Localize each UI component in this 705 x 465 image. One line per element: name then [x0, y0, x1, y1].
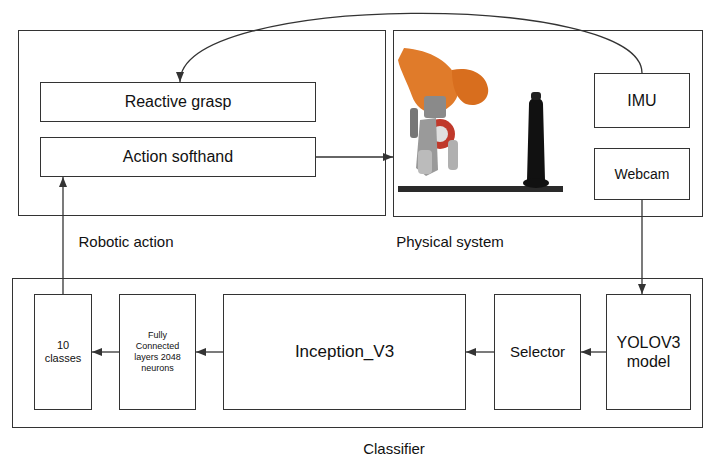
flow-arrow: [196, 351, 223, 352]
process-box: IMU: [594, 73, 690, 128]
box-label: Webcam: [615, 166, 670, 183]
robot-hand-picture: [398, 48, 563, 192]
flow-arrow: [581, 351, 606, 352]
group-box: Robotic actionReactive graspAction softh…: [18, 30, 386, 216]
box-label: IMU: [627, 91, 656, 110]
box-label: YOLOV3 model: [613, 333, 685, 371]
process-box: Reactive grasp: [40, 82, 316, 122]
flow-arrow: [62, 177, 63, 294]
box-label: Selector: [510, 343, 565, 361]
flow-arrow: [92, 351, 119, 352]
flow-arrow: [641, 200, 642, 294]
box-label: Reactive grasp: [125, 92, 232, 111]
group-box: Classifier10 classesFully Connected laye…: [12, 278, 703, 428]
box-label: Fully Connected layers 2048 neurons: [130, 330, 186, 373]
box-label: 10 classes: [40, 339, 86, 365]
box-label: Action softhand: [123, 147, 233, 166]
process-box: Fully Connected layers 2048 neurons: [119, 294, 196, 410]
box-label: Inception_V3: [295, 342, 394, 362]
group-label: Robotic action: [78, 233, 173, 251]
process-box: YOLOV3 model: [606, 294, 691, 410]
group-label: Classifier: [363, 440, 425, 458]
process-box: Webcam: [594, 148, 690, 200]
process-box: 10 classes: [34, 294, 92, 410]
flow-arrow: [180, 13, 642, 82]
flow-arrow: [316, 156, 393, 157]
process-box: Selector: [494, 294, 581, 410]
group-label: Physical system: [396, 233, 504, 251]
flow-arrow: [466, 351, 494, 352]
process-box: Action softhand: [40, 137, 316, 177]
group-box: Physical systemIMUWebcam: [393, 30, 703, 217]
process-box: Inception_V3: [223, 294, 466, 410]
